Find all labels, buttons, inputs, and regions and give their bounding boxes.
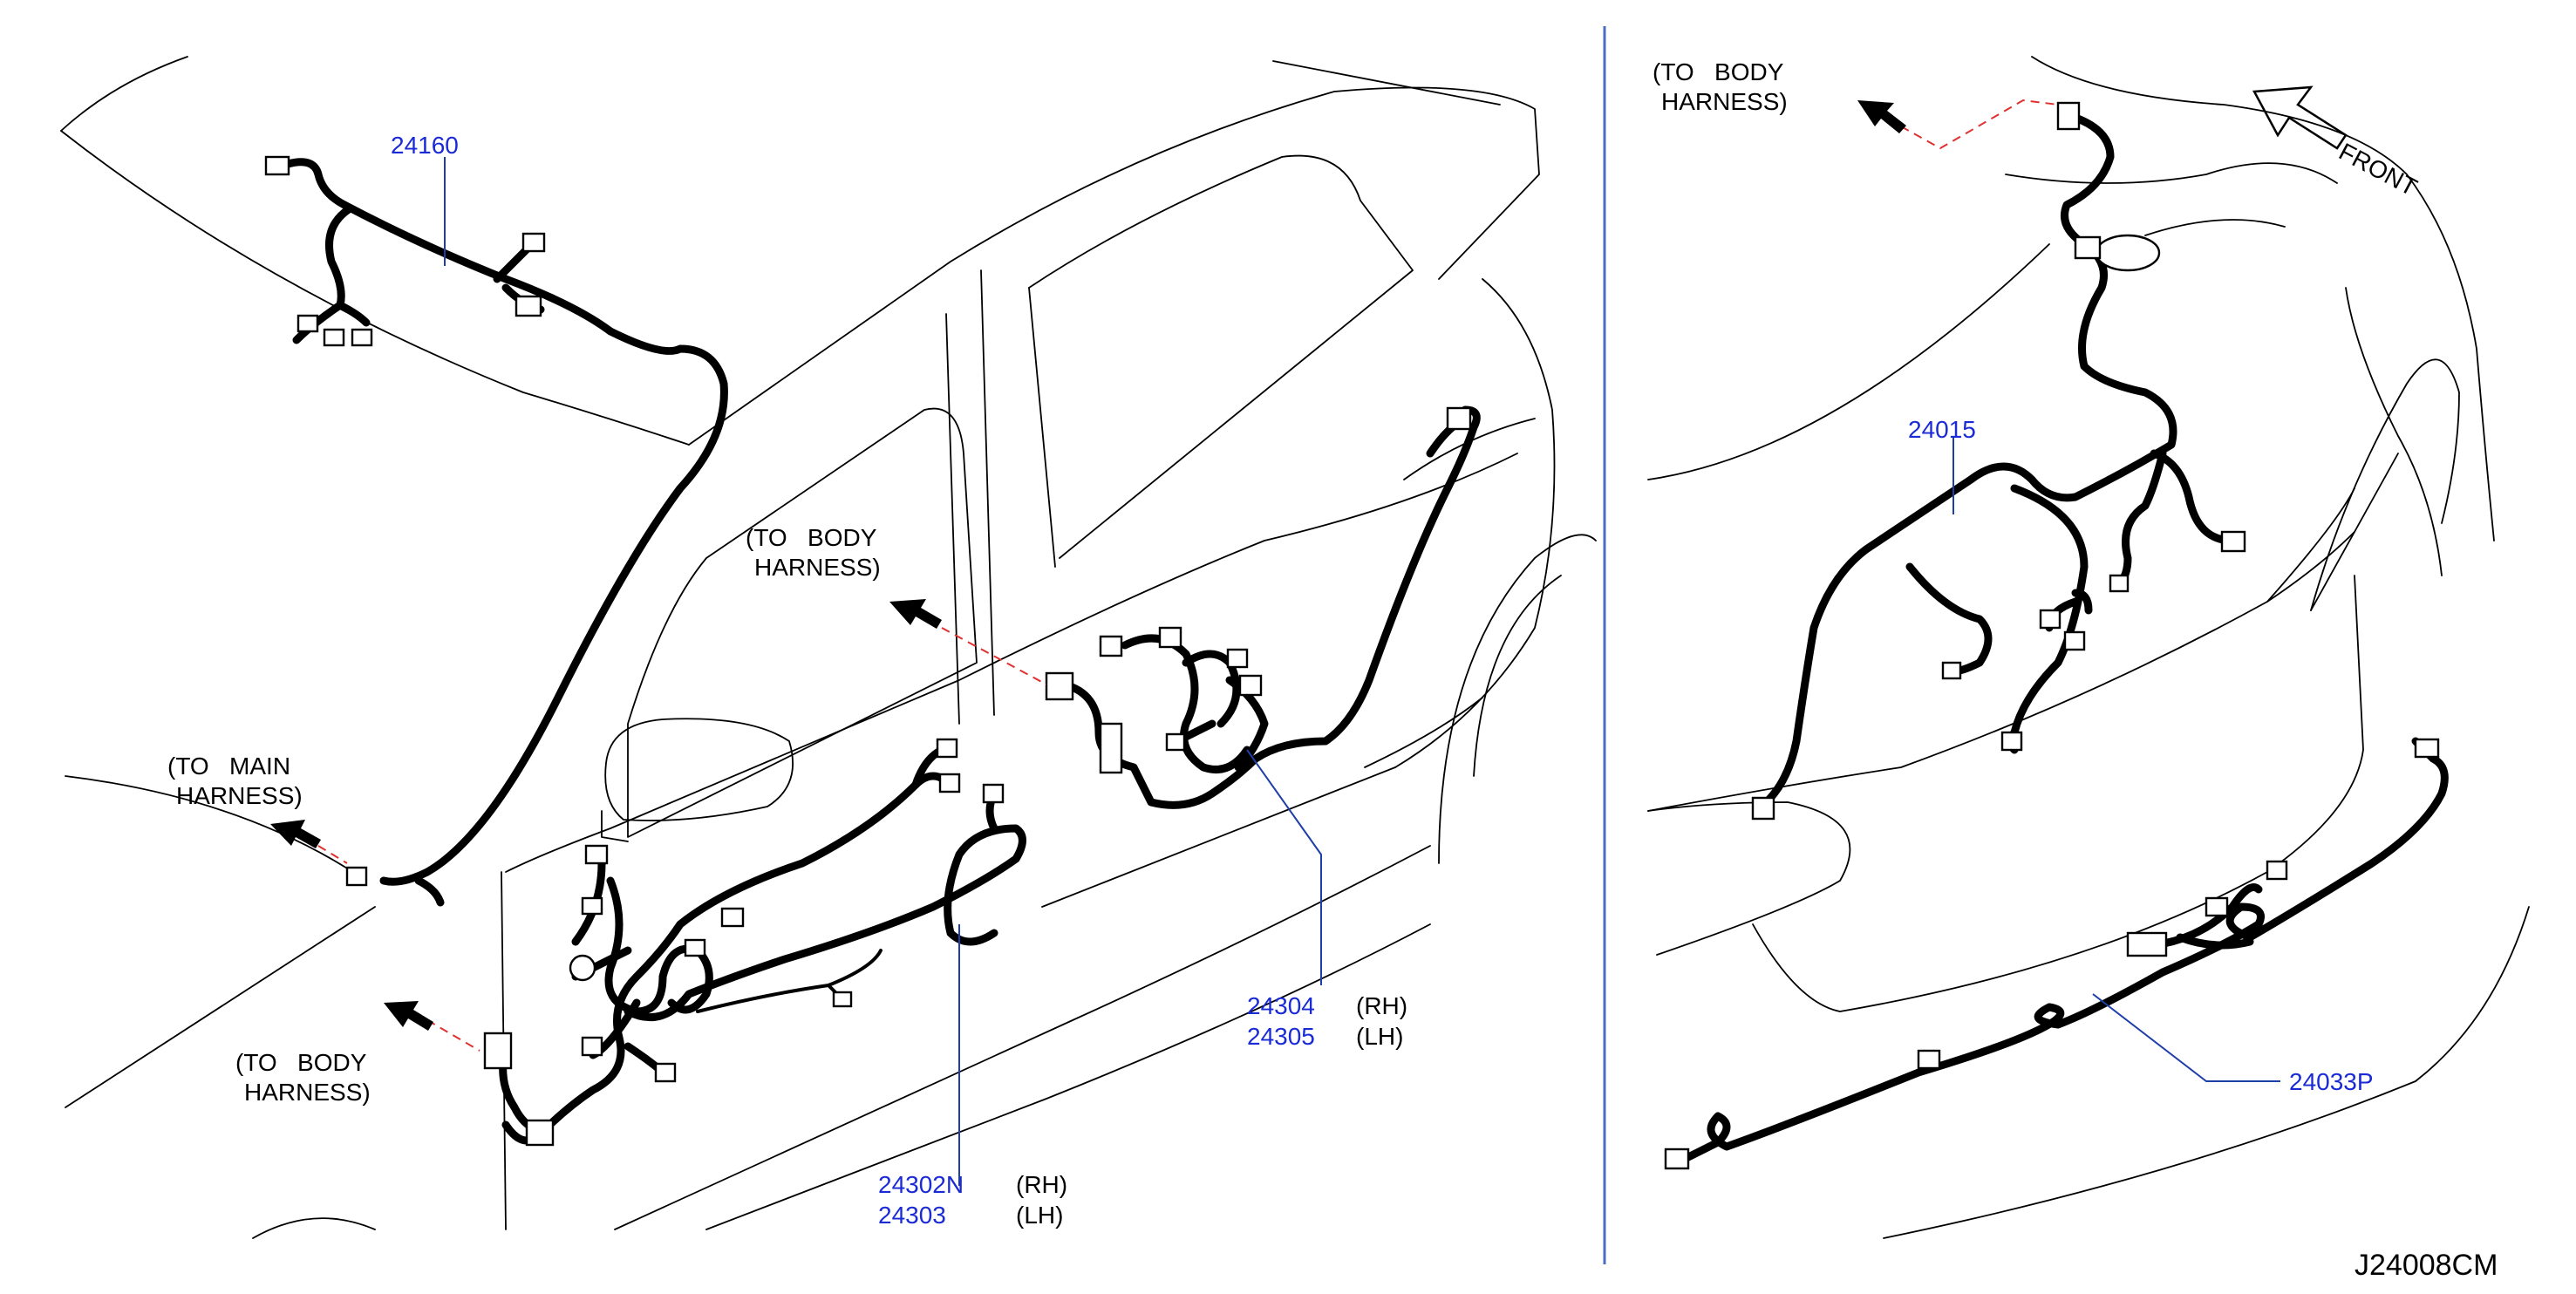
to-body-arrow-right xyxy=(1857,99,2059,150)
to-main-label-line1: (TO MAIN xyxy=(167,753,290,780)
diagram-code: J24008CM xyxy=(2355,1249,2498,1282)
to-body-label-right-line2: HARNESS) xyxy=(1661,88,1788,115)
front-label: FRONT xyxy=(2334,138,2422,201)
side-label-lh-24303: (LH) xyxy=(1016,1202,1063,1229)
front-arrow-icon xyxy=(2252,85,2348,150)
leader-24304 xyxy=(1246,749,1322,985)
part-label-24303: 24303 xyxy=(878,1202,946,1229)
harness-24304 xyxy=(1045,405,1481,809)
part-label-24305: 24305 xyxy=(1247,1023,1315,1050)
side-label-rh-24304: (RH) xyxy=(1356,992,1407,1019)
to-body-arrow-lower-left xyxy=(384,1001,480,1052)
side-label-lh-24305: (LH) xyxy=(1356,1023,1403,1050)
leader-24033p xyxy=(2092,993,2280,1082)
harness-24033p xyxy=(1664,737,2449,1170)
to-main-label-line2: HARNESS) xyxy=(176,782,303,809)
left-car-body xyxy=(60,56,1597,1239)
harness-24015 xyxy=(1751,101,2246,821)
to-body-label-right-line1: (TO BODY xyxy=(1653,58,1784,85)
connector xyxy=(264,155,290,176)
part-label-24302n: 24302N xyxy=(878,1171,964,1198)
part-label-24160: 24160 xyxy=(391,132,459,159)
part-label-24033p: 24033P xyxy=(2289,1068,2374,1095)
to-body-label-left-line2: HARNESS) xyxy=(244,1079,371,1106)
to-body-label-left-line1: (TO BODY xyxy=(235,1049,367,1076)
part-label-24015: 24015 xyxy=(1908,416,1976,443)
side-label-rh-24302n: (RH) xyxy=(1016,1171,1067,1198)
harness-24302n xyxy=(483,738,1026,1147)
harness-24160 xyxy=(264,155,728,907)
to-body-arrow-center xyxy=(889,599,1047,685)
to-body-label-center-line2: HARNESS) xyxy=(754,554,881,581)
to-body-label-center-line1: (TO BODY xyxy=(746,524,877,551)
to-main-arrow xyxy=(270,820,348,864)
part-label-24304: 24304 xyxy=(1247,992,1315,1019)
right-car-body xyxy=(1647,56,2530,1239)
